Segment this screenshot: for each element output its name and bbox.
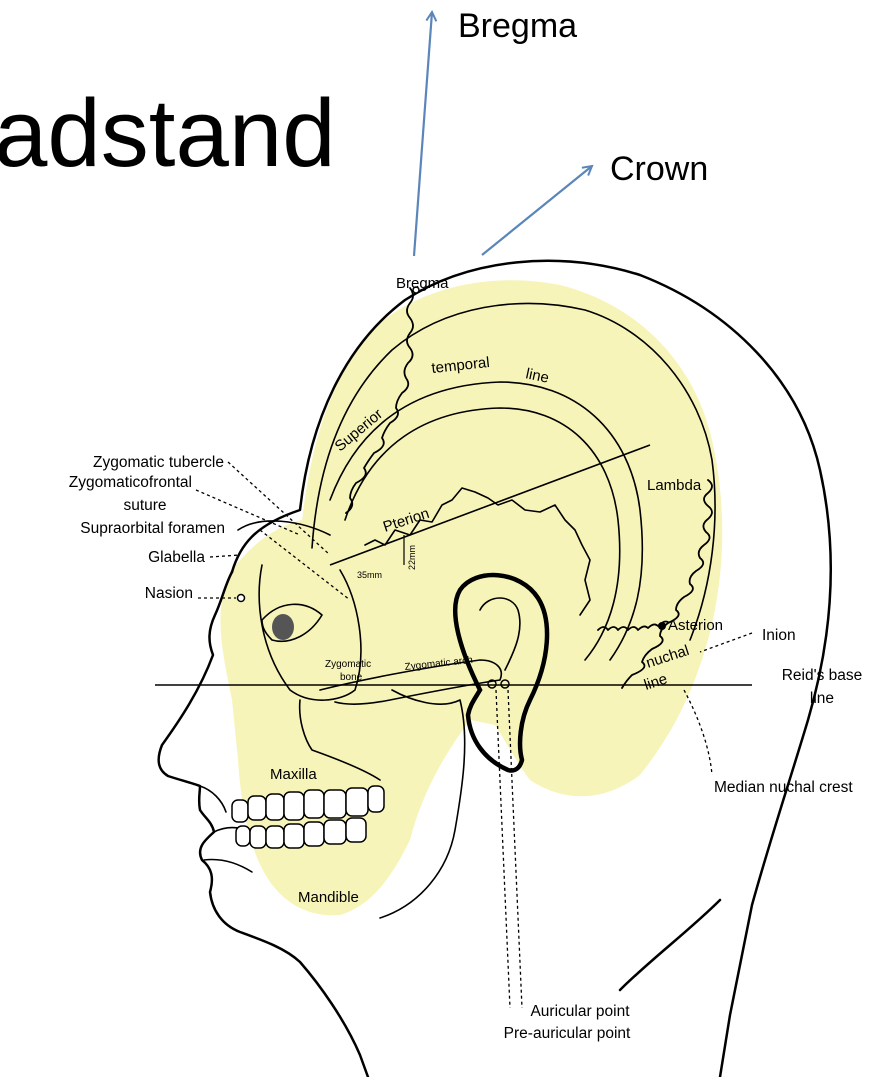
label-lambda: Lambda [647, 477, 702, 494]
crown-arrow-label: Crown [610, 150, 708, 188]
label-reids-base: Reid's base [782, 667, 863, 684]
iris [272, 614, 294, 640]
label-bregma: Bregma [396, 275, 449, 292]
label-glabella: Glabella [148, 549, 205, 566]
label-supraorbital-foramen: Supraorbital foramen [80, 520, 225, 537]
bregma-arrow [414, 12, 432, 256]
label-35mm: 35mm [357, 570, 382, 580]
label-mandible: Mandible [298, 889, 359, 906]
crown-arrow [482, 166, 592, 255]
label-median-nuchal-crest: Median nuchal crest [714, 779, 853, 796]
label-zygomaticofrontal-suture: suture [123, 497, 166, 514]
label-zygomatic-tubercle: Zygomatic tubercle [93, 454, 224, 471]
label-zygomatic-bone-2: bone [340, 672, 363, 683]
label-asterion: Asterion [668, 617, 723, 634]
asterion-point [658, 622, 666, 630]
label-maxilla: Maxilla [270, 766, 317, 783]
bregma-arrow-label: Bregma [458, 7, 577, 45]
label-pre-auricular-point: Pre-auricular point [504, 1025, 631, 1042]
neck-back [620, 900, 720, 990]
label-zygomaticofrontal: Zygomaticofrontal [69, 474, 192, 491]
nasion-marker [238, 595, 245, 602]
label-zygomatic-bone-1: Zygomatic [325, 659, 371, 670]
label-auricular-point: Auricular point [530, 1003, 630, 1020]
label-inion: Inion [762, 627, 796, 644]
label-reids-line: line [810, 690, 834, 707]
label-nasion: Nasion [145, 585, 193, 602]
slide-title: adstand [0, 80, 336, 187]
label-22mm: 22mm [407, 545, 417, 570]
